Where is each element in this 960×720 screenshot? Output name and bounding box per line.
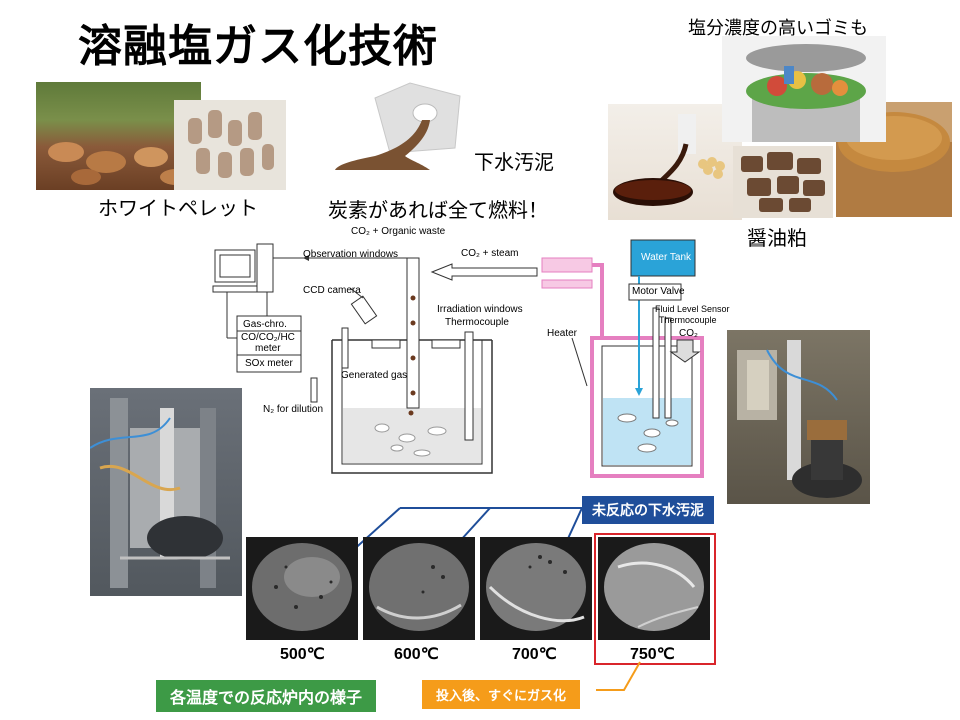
water-tank-label: Water Tank xyxy=(641,252,692,263)
observation-windows-label: Observation windows xyxy=(303,249,399,260)
sewage-pipe-illustration xyxy=(330,78,475,178)
temp-label-600: 600℃ xyxy=(394,646,439,663)
fluid-level-sensor-label: Fluid Level Sensor xyxy=(655,304,730,314)
reactor-apparatus-photo-left xyxy=(90,388,242,596)
sox-meter-label: SOx meter xyxy=(245,358,293,369)
highlight-750-frame xyxy=(594,533,716,665)
co2-steam-label: CO₂ + steam xyxy=(461,248,519,259)
white-pellet-photo xyxy=(174,100,286,190)
co-meter-label: CO/CO₂/HC xyxy=(241,332,295,343)
carbon-fuel-label: 炭素があれば全て燃料！ xyxy=(328,198,548,222)
ccd-camera-label: CCD camera xyxy=(303,285,361,296)
co2-organic-waste-label: CO₂ + Organic waste xyxy=(351,226,446,237)
temp-label-700: 700℃ xyxy=(512,646,557,663)
co2-inlet-label: CO₂ xyxy=(679,328,698,339)
soy-residue-photo xyxy=(733,146,833,218)
thermocouple-label: Thermocouple xyxy=(445,317,509,328)
furnace-image-600 xyxy=(363,537,475,640)
orange-pointer-line xyxy=(596,661,641,691)
instant-gasification-tag: 投入後、すぐにガス化 xyxy=(422,680,581,709)
furnace-image-700 xyxy=(480,537,592,640)
meter-label: meter xyxy=(255,343,281,354)
inside-view-tag: 各温度での反応炉内の様子 xyxy=(156,680,377,712)
generated-gas-label: Generated gas xyxy=(341,370,408,381)
temp-label-500: 500℃ xyxy=(280,646,325,663)
sewage-sludge-label: 下水汚泥 xyxy=(474,150,554,174)
furnace-image-750 xyxy=(598,537,710,640)
gas-chro-label: Gas-chro. xyxy=(243,319,287,330)
soy-residue-label: 醤油粕 xyxy=(747,226,807,250)
irradiation-windows-label: Irradiation windows xyxy=(437,304,523,315)
thermocouple2-label: Thermocouple xyxy=(659,315,717,325)
garbage-bin-photo xyxy=(722,36,886,142)
reactor-schematic: CO₂ + Organic waste CO₂ + steam Observat… xyxy=(207,226,730,488)
page-title: 溶融塩ガス化技術 xyxy=(78,21,438,72)
motor-valve-label: Motor Valve xyxy=(632,286,685,297)
temp-label-750: 750℃ xyxy=(630,646,675,663)
unreacted-sludge-tag: 未反応の下水汚泥 xyxy=(582,496,714,524)
heater-label: Heater xyxy=(547,328,578,339)
furnace-image-500 xyxy=(246,537,358,640)
reactor-apparatus-photo-right xyxy=(727,330,870,504)
soy-sauce-photo xyxy=(608,104,742,220)
white-pellet-label: ホワイトペレット xyxy=(98,196,258,220)
n2-dilution-label: N₂ for dilution xyxy=(263,404,324,415)
salty-garbage-label: 塩分濃度の高いゴミも xyxy=(688,18,868,39)
